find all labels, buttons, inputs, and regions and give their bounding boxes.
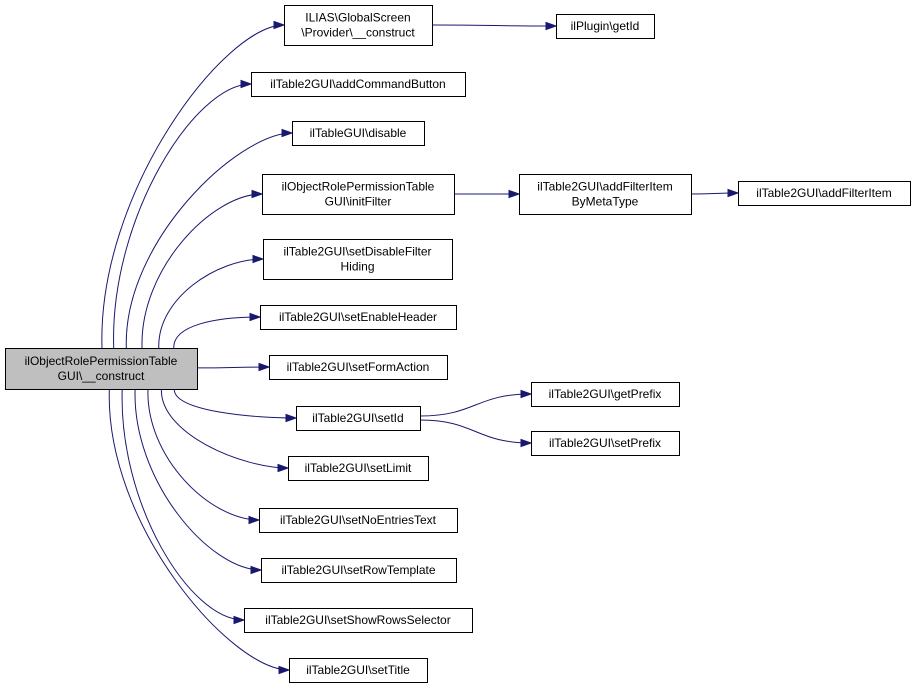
node-addfilteritem[interactable]: ilTable2GUI\addFilterItem <box>738 181 911 206</box>
node-label-line: ilTable2GUI\setNoEntriesText <box>280 513 437 527</box>
node-label-line: ilTable2GUI\setPrefix <box>549 436 661 450</box>
edge-arrowhead <box>248 515 261 525</box>
node-setshowrowsselector[interactable]: ilTable2GUI\setShowRowsSelector <box>244 608 473 633</box>
node-label-line: ilTable2GUI\setRowTemplate <box>281 563 435 577</box>
node-box[interactable] <box>531 431 680 456</box>
node-setnoentriestext[interactable]: ilTable2GUI\setNoEntriesText <box>259 508 458 533</box>
edges-layer <box>101 20 740 675</box>
node-label-line: ByMetaType <box>572 195 639 209</box>
node-getprefix[interactable]: ilTable2GUI\getPrefix <box>531 382 680 407</box>
node-label-line: ilTable2GUI\addFilterItem <box>537 180 672 194</box>
node-box[interactable] <box>289 658 428 683</box>
edge-arrowhead <box>273 20 286 30</box>
node-box[interactable] <box>296 406 421 431</box>
node-label-line: ilTable2GUI\setLimit <box>305 461 412 475</box>
edge-setid-to-setprefix <box>419 419 532 444</box>
node-disable[interactable]: ilTableGUI\disable <box>292 121 425 146</box>
node-setlimit[interactable]: ilTable2GUI\setLimit <box>288 456 429 481</box>
edge-root-to-gs-construct <box>101 24 285 349</box>
node-setprefix[interactable]: ilTable2GUI\setPrefix <box>531 431 680 456</box>
node-label-line: Hiding <box>340 260 374 274</box>
node-box[interactable] <box>260 305 457 330</box>
node-box[interactable] <box>259 508 458 533</box>
node-label-line: ilTableGUI\disable <box>310 126 407 140</box>
edge-root-to-initfilter <box>141 193 263 349</box>
edge-gs-construct-to-plugin-getid <box>431 24 557 27</box>
edge-arrowhead <box>545 21 558 31</box>
node-label-line: ILIAS\GlobalScreen <box>305 11 410 25</box>
edge-arrowhead <box>281 128 294 138</box>
edge-arrowhead <box>240 79 253 89</box>
node-label-line: GUI\__construct <box>58 369 145 383</box>
edge-root-to-setformaction <box>196 366 270 369</box>
node-box[interactable] <box>738 181 911 206</box>
node-box[interactable] <box>531 382 680 407</box>
node-setenableheader[interactable]: ilTable2GUI\setEnableHeader <box>260 305 457 330</box>
nodes-layer: ilObjectRolePermissionTableGUI\__constru… <box>5 5 911 683</box>
node-box[interactable] <box>262 174 455 215</box>
node-label-line: ilObjectRolePermissionTable <box>282 180 435 194</box>
node-label-line: ilTable2GUI\addCommandButton <box>270 77 445 91</box>
edge-root-to-setenableheader <box>173 316 261 349</box>
edge-arrowhead <box>252 254 265 264</box>
node-box[interactable] <box>5 348 198 390</box>
node-label-line: ilObjectRolePermissionTable <box>25 354 178 368</box>
edge-root-to-setnoentriestext <box>147 388 260 521</box>
edge-root-to-setlimit <box>160 388 289 469</box>
node-addcommandbutton[interactable]: ilTable2GUI\addCommandButton <box>251 72 466 97</box>
edge-arrowhead <box>285 413 298 423</box>
node-label-line: ilTable2GUI\setDisableFilter <box>283 245 431 259</box>
node-root[interactable]: ilObjectRolePermissionTableGUI\__constru… <box>5 348 198 390</box>
node-box[interactable] <box>244 608 473 633</box>
edge-arrowhead <box>277 463 290 473</box>
edge-root-to-addcommandbutton <box>113 83 252 349</box>
edge-arrowhead <box>258 362 271 372</box>
node-label-line: ilTable2GUI\setShowRowsSelector <box>265 613 450 627</box>
node-settitle[interactable]: ilTable2GUI\setTitle <box>289 658 428 683</box>
edge-arrowhead <box>727 188 740 198</box>
edge-root-to-setshowrowsselector <box>121 388 245 621</box>
edge-arrowhead <box>520 389 533 399</box>
node-box[interactable] <box>288 456 429 481</box>
node-box[interactable] <box>556 14 655 39</box>
node-label-line: GUI\initFilter <box>325 195 392 209</box>
edge-arrowhead <box>278 665 291 675</box>
node-label-line: ilTable2GUI\setFormAction <box>287 360 430 374</box>
edge-arrowhead <box>508 189 521 199</box>
node-box[interactable] <box>251 72 466 97</box>
node-gs-construct[interactable]: ILIAS\GlobalScreen\Provider\__construct <box>284 5 433 46</box>
edge-root-to-setrowtemplate <box>134 388 262 571</box>
node-setformaction[interactable]: ilTable2GUI\setFormAction <box>269 355 448 380</box>
node-label-line: ilTable2GUI\getPrefix <box>549 387 662 401</box>
edge-root-to-setid <box>173 388 297 419</box>
edge-arrowhead <box>520 438 533 448</box>
edge-arrowhead <box>249 312 262 322</box>
node-setrowtemplate[interactable]: ilTable2GUI\setRowTemplate <box>261 558 457 583</box>
edge-root-to-setdisablefilterhiding <box>158 258 264 349</box>
node-plugin-getid[interactable]: ilPlugin\getId <box>556 14 655 39</box>
node-label-line: ilTable2GUI\addFilterItem <box>756 186 891 200</box>
node-setid[interactable]: ilTable2GUI\setId <box>296 406 421 431</box>
node-initfilter[interactable]: ilObjectRolePermissionTableGUI\initFilte… <box>262 174 455 215</box>
node-box[interactable] <box>263 239 453 280</box>
node-label-line: ilTable2GUI\setTitle <box>306 663 410 677</box>
edge-root-to-disable <box>125 132 293 349</box>
node-box[interactable] <box>269 355 448 380</box>
node-box[interactable] <box>519 174 692 215</box>
node-box[interactable] <box>284 5 433 46</box>
node-box[interactable] <box>261 558 457 583</box>
edge-arrowhead <box>251 189 264 199</box>
node-label-line: ilTable2GUI\setEnableHeader <box>279 310 437 324</box>
edge-root-to-settitle <box>108 388 290 671</box>
node-label-line: ilTable2GUI\setId <box>312 411 403 425</box>
node-box[interactable] <box>292 121 425 146</box>
edge-arrowhead <box>233 615 246 625</box>
edge-arrowhead <box>250 565 263 575</box>
node-label-line: ilPlugin\getId <box>571 19 640 33</box>
node-label-line: \Provider\__construct <box>301 26 415 40</box>
edge-setid-to-getprefix <box>419 393 532 417</box>
